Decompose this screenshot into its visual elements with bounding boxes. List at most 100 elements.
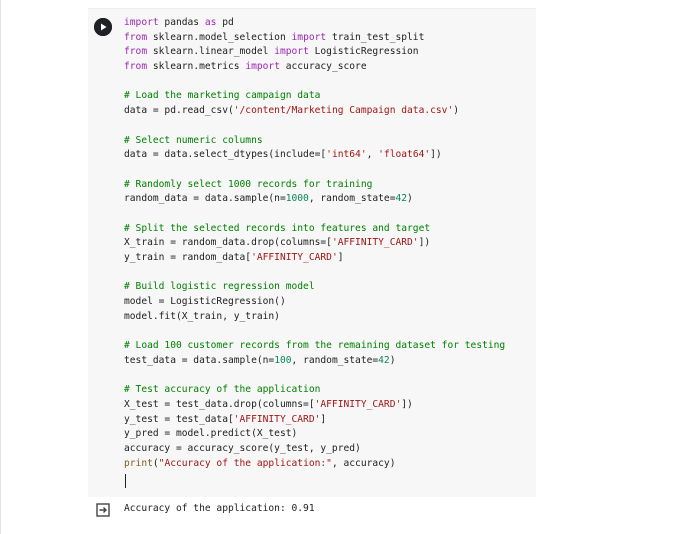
code-cell[interactable] bbox=[88, 8, 536, 497]
code-token: accuracy_score bbox=[279, 61, 367, 73]
code-string: '/content/Marketing Campaign data.csv' bbox=[233, 105, 454, 117]
page-border bbox=[0, 0, 1, 534]
code-line[interactable]: model = LogisticRegression() bbox=[124, 295, 532, 310]
code-line[interactable]: # Load the marketing campaign data bbox=[124, 89, 532, 104]
code-token: y_pred = model.predict(X_test) bbox=[124, 428, 298, 440]
code-token: ) bbox=[407, 193, 413, 205]
code-token: X_test = test_data.drop(columns=[ bbox=[124, 398, 315, 410]
code-line[interactable]: y_test = test_data['AFFINITY_CARD'] bbox=[124, 413, 532, 428]
play-icon bbox=[94, 18, 112, 36]
code-line[interactable]: X_train = random_data.drop(columns=['AFF… bbox=[124, 236, 532, 251]
code-comment: # Build logistic regression model bbox=[124, 281, 315, 293]
code-token: , random_state= bbox=[308, 193, 396, 205]
code-comment: # Split the selected records into featur… bbox=[124, 222, 431, 234]
code-keyword: import bbox=[291, 31, 327, 43]
code-string: 'float64' bbox=[378, 149, 431, 161]
code-keyword: import bbox=[124, 17, 159, 28]
code-line[interactable]: model.fit(X_train, y_train) bbox=[124, 310, 532, 325]
code-keyword: import bbox=[245, 61, 280, 73]
code-token: random_data = data.sample(n= bbox=[124, 193, 286, 205]
code-line[interactable]: from sklearn.linear_model import Logisti… bbox=[124, 45, 532, 60]
code-line[interactable]: test_data = data.sample(n=100, random_st… bbox=[124, 354, 532, 369]
code-token: model = LogisticRegression() bbox=[124, 296, 286, 308]
code-token: print bbox=[124, 457, 153, 469]
code-line[interactable]: # Randomly select 1000 records for train… bbox=[124, 178, 532, 193]
code-line[interactable]: # Select numeric columns bbox=[124, 134, 532, 149]
code-token: X_train = random_data.drop(columns=[ bbox=[124, 237, 332, 249]
run-cell-button[interactable] bbox=[94, 18, 112, 36]
code-token: LogisticRegression bbox=[308, 46, 419, 58]
code-line[interactable]: y_train = random_data['AFFINITY_CARD'] bbox=[124, 251, 532, 266]
code-line[interactable] bbox=[124, 207, 532, 222]
code-line[interactable]: # Test accuracy of the application bbox=[124, 383, 532, 398]
code-comment: # Test accuracy of the application bbox=[124, 384, 321, 396]
code-line[interactable] bbox=[124, 119, 532, 134]
code-line[interactable]: random_data = data.sample(n=1000, random… bbox=[124, 192, 532, 207]
code-comment: # Randomly select 1000 records for train… bbox=[124, 178, 373, 190]
code-token: ) bbox=[453, 105, 460, 117]
code-token: data = pd.read_csv( bbox=[124, 105, 234, 117]
code-line[interactable] bbox=[124, 75, 532, 90]
code-line[interactable]: import pandas as pd bbox=[124, 16, 532, 31]
code-token: data = data.select_dtypes(include=[ bbox=[124, 149, 327, 161]
code-keyword: from bbox=[124, 31, 148, 43]
code-token: ( bbox=[152, 457, 159, 469]
code-number: 42 bbox=[395, 193, 408, 205]
code-comment: # Load 100 customer records from the rem… bbox=[124, 340, 506, 352]
output-arrow-icon[interactable] bbox=[96, 502, 110, 517]
code-line[interactable]: X_test = test_data.drop(columns=['AFFINI… bbox=[124, 398, 532, 413]
code-token: model.fit(X_train, y_train) bbox=[124, 310, 280, 322]
code-line[interactable]: from sklearn.metrics import accuracy_sco… bbox=[124, 60, 532, 75]
code-line[interactable]: y_pred = model.predict(X_test) bbox=[124, 427, 532, 442]
code-string: 'AFFINITY_CARD' bbox=[251, 252, 338, 263]
code-string: 'AFFINITY_CARD' bbox=[331, 237, 419, 249]
text-cursor bbox=[125, 474, 126, 488]
code-token: ] bbox=[337, 252, 344, 263]
code-token: , bbox=[366, 149, 379, 161]
code-token: pd bbox=[216, 17, 234, 28]
code-keyword: import bbox=[274, 46, 309, 58]
code-token: , accuracy) bbox=[331, 457, 396, 469]
code-token: ]) bbox=[418, 237, 431, 249]
code-keyword: from bbox=[124, 46, 148, 58]
code-line[interactable] bbox=[124, 266, 532, 281]
code-line[interactable]: data = pd.read_csv('/content/Marketing C… bbox=[124, 104, 532, 119]
code-line[interactable]: # Split the selected records into featur… bbox=[124, 222, 532, 237]
code-line[interactable] bbox=[124, 369, 532, 384]
code-line[interactable] bbox=[124, 324, 532, 339]
code-token: pandas bbox=[158, 17, 205, 28]
code-token: ) bbox=[389, 354, 396, 366]
code-string: 'int64' bbox=[326, 149, 367, 161]
code-line[interactable]: from sklearn.model_selection import trai… bbox=[124, 31, 532, 46]
code-line[interactable]: accuracy = accuracy_score(y_test, y_pred… bbox=[124, 442, 532, 457]
code-token: sklearn.model_selection bbox=[147, 31, 292, 43]
code-number: 100 bbox=[274, 354, 292, 366]
code-string: "Accuracy of the application:" bbox=[158, 457, 332, 469]
code-number: 1000 bbox=[285, 193, 309, 205]
code-line[interactable] bbox=[124, 163, 532, 178]
code-line[interactable]: # Build logistic regression model bbox=[124, 280, 532, 295]
code-token: ]) bbox=[401, 398, 413, 410]
code-token: sklearn.linear_model bbox=[147, 46, 275, 58]
code-token: , random_state= bbox=[291, 354, 379, 366]
code-token: train_test_split bbox=[326, 31, 425, 43]
code-token: ] bbox=[320, 413, 327, 425]
code-line[interactable]: # Load 100 customer records from the rem… bbox=[124, 339, 532, 354]
code-token: y_test = test_data[ bbox=[124, 413, 234, 425]
code-string: 'AFFINITY_CARD' bbox=[314, 398, 402, 410]
code-comment: # Load the marketing campaign data bbox=[124, 90, 321, 102]
code-number: 42 bbox=[378, 354, 390, 366]
code-token: ]) bbox=[430, 149, 442, 161]
code-token: test_data = data.sample(n= bbox=[124, 354, 275, 366]
code-token: accuracy = accuracy_score(y_test, y_pred… bbox=[124, 442, 361, 454]
code-keyword: as bbox=[204, 17, 217, 28]
code-string: 'AFFINITY_CARD' bbox=[233, 413, 321, 425]
code-line[interactable]: data = data.select_dtypes(include=['int6… bbox=[124, 148, 532, 163]
code-token: y_train = random_data[ bbox=[124, 252, 252, 263]
code-comment: # Select numeric columns bbox=[124, 134, 263, 146]
output-text: Accuracy of the application: 0.91 bbox=[124, 503, 315, 514]
code-token: sklearn.metrics bbox=[147, 61, 246, 73]
code-line[interactable]: print("Accuracy of the application:", ac… bbox=[124, 457, 532, 472]
code-keyword: from bbox=[124, 61, 148, 73]
